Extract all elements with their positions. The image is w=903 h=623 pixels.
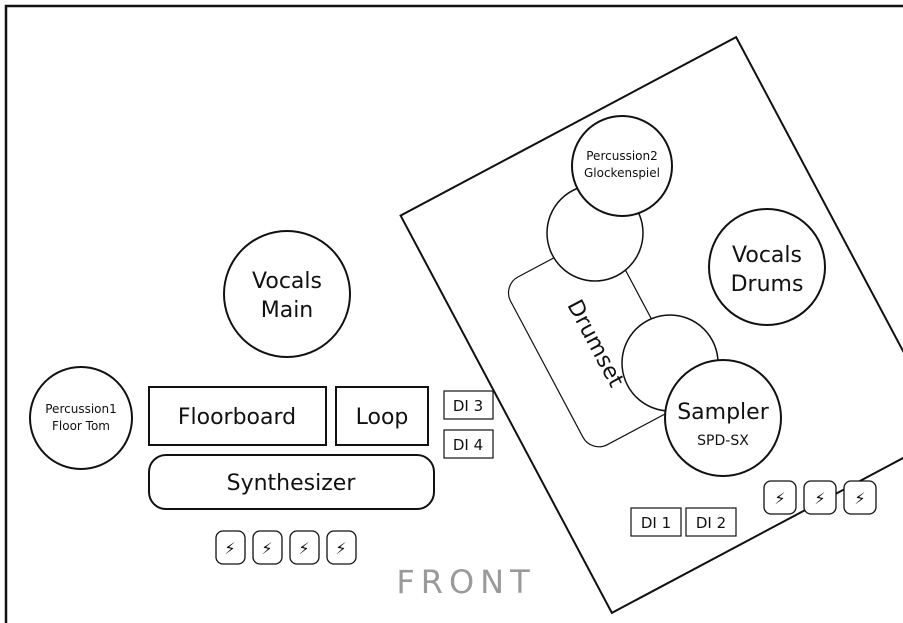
sampler-circle	[664, 359, 782, 477]
percussion1-line1: Percussion1	[45, 402, 116, 416]
power-strip-right: ⚡ ⚡ ⚡	[763, 480, 877, 515]
loop-label: Loop	[356, 405, 409, 430]
power-outlet-box	[289, 530, 320, 565]
vocals-main-circle	[223, 230, 351, 358]
floorboard-box	[148, 386, 327, 446]
power-icon: ⚡	[261, 539, 272, 558]
power-icon: ⚡	[224, 539, 235, 558]
di2-label: DI 2	[696, 514, 726, 532]
percussion1-circle	[29, 366, 133, 470]
percussion2-line1: Percussion2	[586, 149, 657, 163]
vocals-drums-line2: Drums	[731, 272, 804, 297]
power-icon: ⚡	[335, 539, 346, 558]
power-outlet-box	[215, 530, 246, 565]
power-strip-left: ⚡ ⚡ ⚡ ⚡	[215, 530, 357, 565]
di2-box	[685, 507, 737, 537]
di3-label: DI 3	[453, 397, 483, 415]
vocals-drums-line1: Vocals	[732, 243, 802, 268]
power-icon: ⚡	[814, 489, 825, 508]
percussion2-line2: Glockenspiel	[584, 166, 660, 180]
power-outlet-box	[326, 530, 357, 565]
vocals-drums-circle	[708, 208, 826, 326]
percussion1-line2: Floor Tom	[52, 419, 110, 433]
front-label: FRONT	[396, 563, 535, 601]
di4-box	[443, 429, 494, 459]
loop-box	[335, 386, 429, 446]
power-outlet-box	[763, 480, 797, 515]
power-outlet-box	[803, 480, 837, 515]
sampler-line1: Sampler	[677, 400, 769, 425]
floorboard-label: Floorboard	[178, 405, 296, 430]
power-outlet-box	[252, 530, 283, 565]
synthesizer-label: Synthesizer	[227, 471, 357, 496]
stage-border	[4, 4, 903, 623]
synthesizer-box	[148, 454, 435, 510]
sampler-line2: SPD-SX	[697, 433, 749, 449]
percussion2-circle	[571, 115, 673, 217]
di4-label: DI 4	[453, 436, 483, 454]
power-icon: ⚡	[298, 539, 309, 558]
vocals-main-line1: Vocals	[252, 269, 322, 294]
di1-box	[630, 507, 682, 537]
di1-label: DI 1	[641, 514, 671, 532]
power-icon: ⚡	[854, 489, 865, 508]
di3-box	[443, 390, 494, 420]
power-icon: ⚡	[774, 489, 785, 508]
vocals-main-line2: Main	[261, 298, 314, 323]
power-outlet-box	[843, 480, 877, 515]
